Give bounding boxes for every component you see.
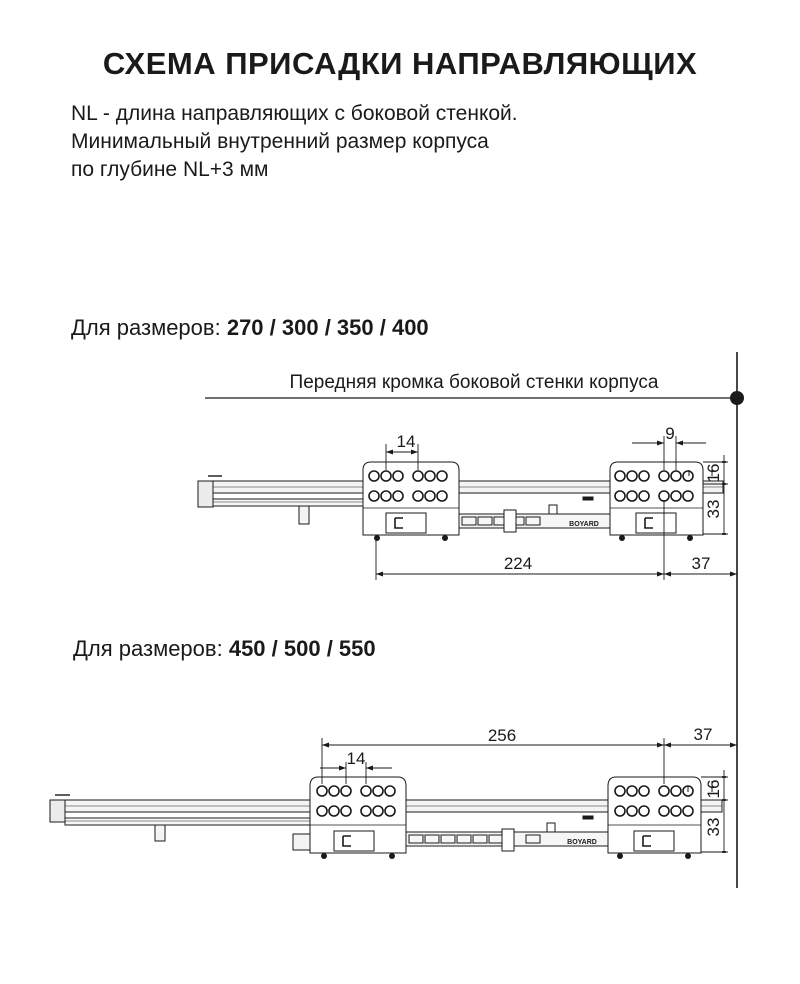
dim-hole-pitch-left-1: 14 [397,432,416,451]
description-line-2: Минимальный внутренний размер корпуса [71,130,489,153]
dim-hole-pitch-left-2: 14 [347,749,366,768]
dim-offset-2: 37 [694,725,713,744]
dim-height-bottom-1: 33 [704,500,723,519]
dim-offset-1: 37 [692,554,711,573]
sizes-prefix-2: Для размеров: [73,636,229,661]
brand-mark-1: BOYARD [569,521,599,528]
front-edge-label: Передняя кромка боковой стенки корпуса [290,372,659,393]
description-line-3: по глубине NL+3 мм [71,158,269,181]
dim-distance-1: 224 [504,554,532,573]
description: NL - длина направляющих с боковой стенко… [71,100,518,184]
sizes-values-1: 270 / 300 / 350 / 400 [226,315,429,340]
brand-mark-2: BOYARD [567,839,597,846]
sizes-heading-2: Для размеров: 450 / 500 / 550 [73,636,376,662]
dim-distance-2: 256 [488,726,516,745]
sizes-heading-1: Для размеров: 270 / 300 / 350 / 400 [71,315,429,341]
sizes-values-2: 450 / 500 / 550 [228,636,376,661]
drill-holes-2 [316,785,694,817]
dim-height-bottom-2: 33 [704,818,723,837]
page-title: СХЕМА ПРИСАДКИ НАПРАВЛЯЮЩИХ [102,46,698,81]
dim-height-top-2: 16 [704,780,723,799]
dimension-lines-1 [375,436,737,580]
front-edge-point [730,391,744,405]
drill-holes-1 [368,470,694,502]
dim-height-top-1: 16 [704,464,723,483]
description-line-1: NL - длина направляющих с боковой стенко… [71,102,518,125]
sizes-prefix-1: Для размеров: [71,315,227,340]
dimension-lines-2 [320,738,737,853]
dim-hole-pitch-right-1: 9 [665,424,674,443]
